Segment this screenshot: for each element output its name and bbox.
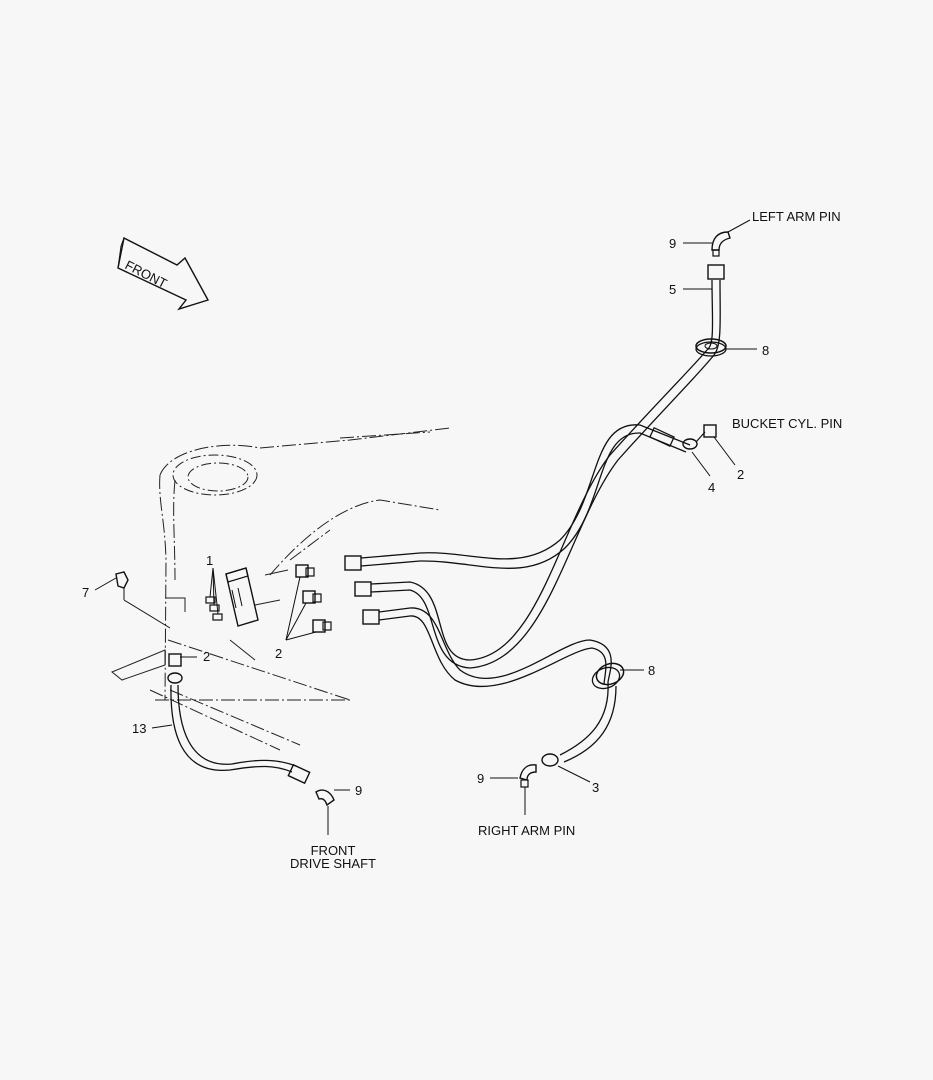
label-right-arm-pin: RIGHT ARM PIN [478,823,575,838]
hose-to-bucket-cylinder [360,424,691,569]
grommet-upper [695,338,727,357]
label-front-drive-shaft-2: DRIVE SHAFT [290,856,376,871]
hose-to-right-arm-pin [378,607,612,687]
callout-2-bucket: 2 [737,467,744,482]
label-bucket-cyl-pin: BUCKET CYL. PIN [732,416,842,431]
grease-distribution-block [225,567,259,627]
bucket-cyl-fittings [649,424,717,450]
callout-5: 5 [669,282,676,297]
callout-4: 4 [708,480,715,495]
left-arm-pin-hose [706,231,731,356]
callout-3: 3 [592,780,599,795]
callout-8-lower: 8 [648,663,655,678]
hose-end-fittings [344,555,380,625]
label-front-drive-shaft-1: FRONT [311,843,356,858]
machine-outline-ghost [111,427,451,751]
front-arrow-label: FRONT [123,257,170,291]
front-direction-arrow: FRONT [117,236,210,311]
callout-9-left-arm: 9 [669,236,676,251]
grommet-lower [591,662,625,690]
callout-13: 13 [132,721,146,736]
callout-9-right-arm: 9 [477,771,484,786]
callout-leaders [94,219,757,835]
callout-1: 1 [206,553,213,568]
right-arm-pin-hose [519,681,617,788]
callout-7: 7 [82,585,89,600]
front-drive-shaft-hose [170,684,335,807]
label-left-arm-pin: LEFT ARM PIN [752,209,841,224]
block-elbow-fittings [295,564,332,633]
callout-2-frame: 2 [203,649,210,664]
hose-to-left-arm-pin [370,349,715,669]
fitting-item-7 [115,571,129,589]
callout-9-drive-shaft: 9 [355,783,362,798]
frame-fitting-item-2 [167,653,183,684]
callout-8-upper: 8 [762,343,769,358]
callout-2-block: 2 [275,646,282,661]
